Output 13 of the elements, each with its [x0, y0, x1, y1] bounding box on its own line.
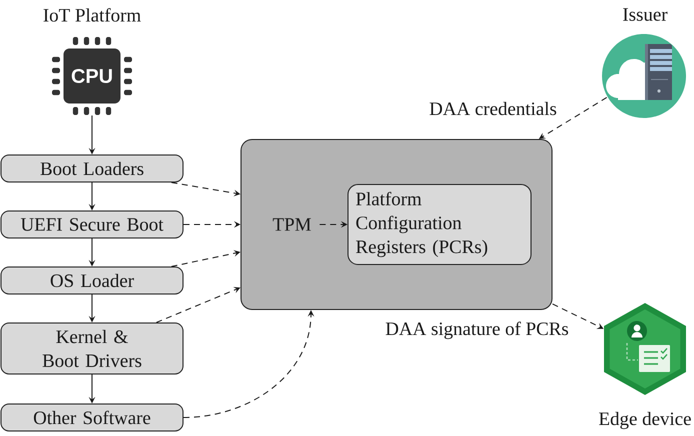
process-box: OS Loader: [0, 266, 184, 294]
node-label: Issuer: [623, 8, 668, 21]
node-label: Edge device: [599, 412, 691, 430]
node-label: TPM: [272, 218, 311, 231]
node-label: IoT Platform: [44, 8, 141, 22]
process-box: Boot Loaders: [0, 154, 184, 182]
process-box: Kernel & Boot Drivers: [0, 322, 184, 374]
edge-label: DAA signature of PCRs: [384, 320, 570, 340]
edge-label: DAA credentials: [428, 100, 558, 116]
process-box: Platform Configuration Registers (PCRs): [348, 184, 532, 265]
process-box: Other Software: [0, 403, 184, 432]
cpu-chip: CPU: [52, 37, 132, 115]
process-box: UEFI Secure Boot: [0, 210, 184, 238]
